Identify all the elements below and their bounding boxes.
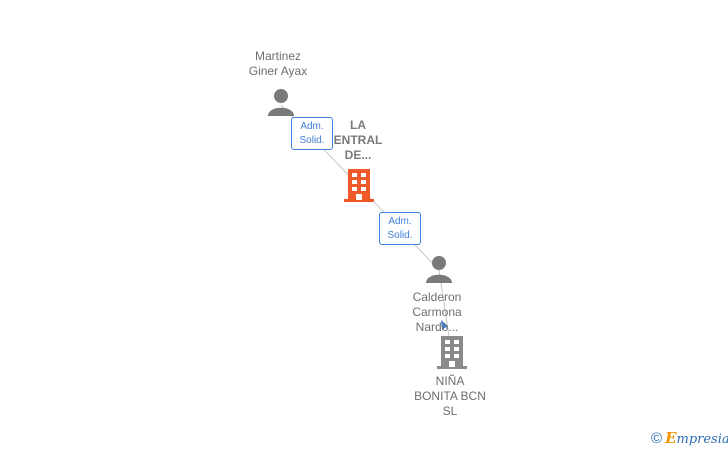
nina-name-line1: NIÑA bbox=[435, 374, 465, 388]
nina-name-line3: SL bbox=[442, 404, 458, 418]
relation-badge-line2: Solid. bbox=[299, 135, 325, 146]
central-name-line1: LA bbox=[350, 118, 366, 132]
relation-badge-line1: Adm. bbox=[300, 121, 324, 132]
node-label-martinez[interactable]: Martinez Giner Ayax bbox=[238, 49, 318, 79]
central-name-line2: ENTRAL bbox=[333, 133, 383, 147]
brand-rest: mpresia bbox=[676, 432, 728, 447]
node-label-nina-bonita[interactable]: NIÑA BONITA BCN SL bbox=[405, 374, 495, 419]
relation-badge-line1: Adm. bbox=[388, 216, 412, 227]
copyright-icon: © bbox=[651, 429, 663, 447]
person-icon[interactable] bbox=[424, 254, 454, 284]
edge-arrow bbox=[441, 320, 448, 330]
calderon-name-line3: Nardo... bbox=[415, 320, 459, 334]
relation-badge-adm-solid[interactable]: Adm. Solid. bbox=[291, 117, 333, 150]
brand-initial: E bbox=[665, 429, 677, 447]
martinez-name-line1: Martinez bbox=[254, 49, 301, 63]
calderon-name-line1: Calderon bbox=[412, 290, 462, 304]
person-icon[interactable] bbox=[266, 87, 296, 117]
martinez-name-line2: Giner Ayax bbox=[248, 64, 308, 78]
calderon-name-line2: Carmona bbox=[412, 305, 462, 319]
brand-logo: Empresia bbox=[665, 429, 728, 447]
node-label-calderon[interactable]: Calderon Carmona Nardo... bbox=[397, 290, 477, 335]
nina-name-line2: BONITA BCN bbox=[414, 389, 486, 403]
empresia-credit[interactable]: © Empresia bbox=[651, 428, 728, 448]
relation-badge-line2: Solid. bbox=[387, 230, 413, 241]
building-icon[interactable] bbox=[436, 335, 468, 370]
building-icon[interactable] bbox=[343, 168, 375, 203]
relation-badge-adm-solid[interactable]: Adm. Solid. bbox=[379, 212, 421, 245]
node-label-la-central[interactable]: LA ENTRAL DE... bbox=[318, 118, 398, 163]
central-name-line3: DE... bbox=[344, 148, 372, 162]
